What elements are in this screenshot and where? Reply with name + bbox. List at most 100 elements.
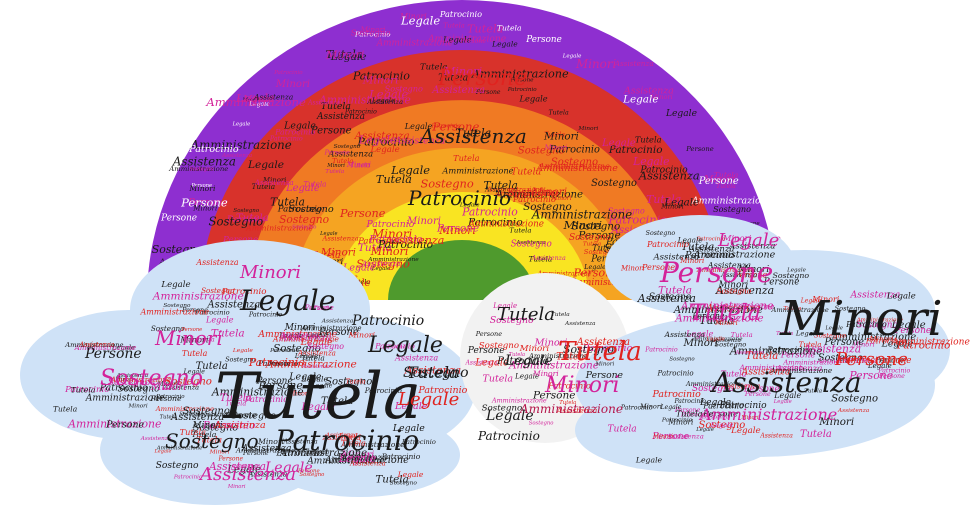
- cloud-word: Sostegno: [108, 378, 151, 388]
- cloud-word: Minori: [682, 338, 718, 349]
- cloud-words: MinoriLegalePatrocinioPatrocinioMinoriMi…: [53, 230, 970, 490]
- band-word: Sostegno: [288, 204, 334, 215]
- cloud-word: Amministrazione: [491, 396, 547, 404]
- cloud-word: Legale: [685, 330, 713, 339]
- cloud-word: Minori: [717, 281, 748, 291]
- band-word: Minori: [399, 12, 427, 21]
- word-minori-main: Minori: [779, 291, 943, 347]
- cloud-word: Patrocinio: [896, 340, 951, 352]
- cloud-word: Sostegno: [325, 377, 372, 388]
- band-word: Patrocinio: [274, 128, 315, 137]
- band-word: Tutela: [511, 166, 541, 177]
- band-word: Legale: [369, 145, 399, 155]
- band-word: Sostegno: [292, 224, 316, 230]
- cloud-word: Tutela: [482, 373, 513, 384]
- cloud-word: Sostegno: [482, 404, 523, 414]
- word-amministrazione-mid: Amministrazione: [519, 402, 623, 416]
- band-word: Persone: [324, 149, 350, 156]
- band-word: Assistenza: [638, 169, 700, 183]
- band-word: Tutela: [528, 255, 552, 264]
- cloud-word: Sostegno: [818, 352, 863, 363]
- cloud-word: Assistenza: [140, 436, 172, 442]
- band-word: Legale: [518, 93, 547, 103]
- cloud-word: Assistenza: [664, 330, 705, 339]
- cloud-word: Patrocinio: [64, 385, 109, 395]
- cloud-word: Persone: [105, 420, 144, 431]
- band-word: Tutela: [303, 179, 326, 188]
- cloud-word: Patrocinio: [374, 341, 415, 350]
- cloud-word: Patrocinio: [680, 411, 713, 418]
- word-legale-mid: Legale: [367, 333, 443, 358]
- cloud-word: Amministrazione: [272, 335, 339, 344]
- band-word: Minori: [362, 74, 399, 86]
- cloud-word: Legale: [492, 302, 517, 310]
- cloud-word: Tutela: [182, 349, 208, 358]
- cloud-word: Legale: [183, 368, 206, 375]
- cloud-left-puff-d: [100, 395, 330, 505]
- band-word: Assistenza: [614, 59, 654, 68]
- band-word: Minori: [192, 203, 217, 212]
- band-word: Legale: [368, 87, 408, 101]
- word-persone-cloud-left: Persone: [84, 346, 142, 362]
- cloud-word: Minori: [519, 344, 550, 354]
- cloud-word: Persone: [651, 432, 688, 442]
- band-word: Minori: [370, 245, 409, 258]
- cloud-word: Assistenza: [759, 433, 793, 440]
- cloud-word: Amministrazione: [67, 418, 161, 431]
- cloud-word: Assistenza: [283, 438, 318, 446]
- cloud-word: Persone: [181, 306, 208, 314]
- cloud-word: Legale: [514, 371, 539, 380]
- cloud-word: Tutela: [607, 424, 636, 434]
- band-word: Tutela: [592, 243, 619, 253]
- cloud-word: Assistenza: [195, 258, 238, 267]
- cloud-word: Legale: [474, 357, 509, 368]
- cloud-word: Sostegno: [183, 406, 230, 417]
- cloud-word: Minori: [288, 391, 310, 398]
- cloud-word: Patrocinio: [300, 450, 330, 456]
- band-word: Amministrazione: [367, 257, 419, 263]
- cloud-word: Sostegno: [649, 293, 692, 303]
- band-word: Persone: [339, 207, 386, 220]
- cloud-word: Assistenza: [709, 338, 742, 344]
- cloud-word: Legale: [706, 337, 725, 343]
- cloud-word: Sostegno: [273, 343, 321, 354]
- band-word: Assistenza: [623, 86, 674, 97]
- band-word: Tutela: [646, 193, 681, 206]
- band-word: Patrocinio: [357, 237, 402, 247]
- cloud-word: Legale: [392, 423, 425, 434]
- band-word: Minori: [531, 186, 567, 198]
- band-word: Assistenza: [321, 235, 358, 243]
- cloud-word: Minori: [114, 377, 133, 383]
- band-word: Minori: [346, 160, 371, 169]
- band-word: Amministrazione: [535, 163, 618, 174]
- cloud-word: Persone: [743, 385, 780, 395]
- cloud-word: Patrocinio: [719, 401, 767, 411]
- cloud-word: Tutela: [220, 393, 252, 404]
- cloud-word: Amministrazione: [257, 329, 337, 340]
- cloud-word: Assistenza: [728, 242, 775, 252]
- band-word: Legale: [371, 97, 395, 105]
- band-word: Amministrazione: [537, 271, 592, 278]
- cloud-word: Sostegno: [856, 321, 898, 331]
- cloud-word: Legale: [773, 391, 801, 400]
- cloud-word: Amministrazione: [155, 405, 214, 413]
- band-word: Sostegno: [584, 248, 616, 256]
- band-word: Sostegno: [551, 157, 598, 168]
- band-word: Tutela: [325, 169, 344, 175]
- cloud-word: Amministrazione: [693, 250, 776, 261]
- word-assistenza-right: Assistenza: [709, 366, 862, 399]
- cloud-word: Patrocinio: [644, 347, 678, 354]
- cloud-word: Legale: [227, 464, 262, 475]
- band-word: Tutela: [456, 126, 492, 139]
- band-word: Tutela: [358, 242, 392, 254]
- cloud-word: Assistenza: [666, 433, 704, 441]
- cloud-word: Tutela: [321, 396, 353, 407]
- cloud-word: Minori: [534, 338, 568, 349]
- cloud-word: Amministrazione: [674, 312, 763, 324]
- cloud-word: Minori: [737, 264, 769, 275]
- band-word: Amministrazione: [691, 196, 773, 207]
- cloud-word: Minori: [667, 417, 693, 426]
- band-word: Sostegno: [279, 213, 329, 226]
- cloud-word: Tutela: [225, 399, 246, 407]
- band-word: Sostegno: [189, 167, 213, 173]
